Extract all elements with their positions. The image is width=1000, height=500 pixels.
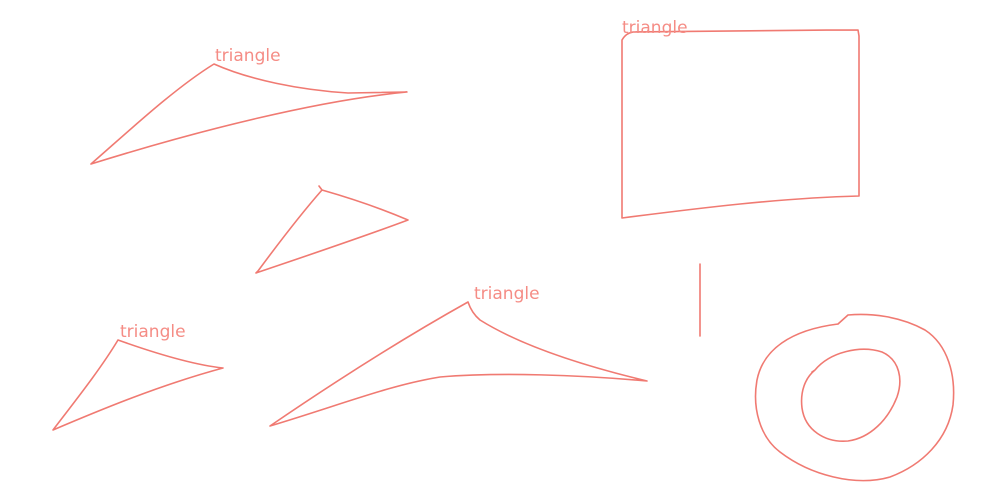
triangle-shape-top-left [90, 63, 408, 165]
triangle-shape-bottom-left [52, 339, 224, 431]
shape-label-bottom-middle: triangle [474, 284, 540, 304]
shape-label-bottom-left: triangle [120, 322, 186, 342]
triangle-shape-bottom-middle [269, 301, 648, 427]
ring-inner-shape [800, 348, 901, 442]
rectangle-shape [621, 29, 860, 219]
shape-label-rectangle: triangle [622, 18, 688, 38]
triangle-shape-middle [255, 185, 409, 274]
shape-label-top-left: triangle [215, 46, 281, 66]
ring-outer-shape [754, 313, 955, 482]
